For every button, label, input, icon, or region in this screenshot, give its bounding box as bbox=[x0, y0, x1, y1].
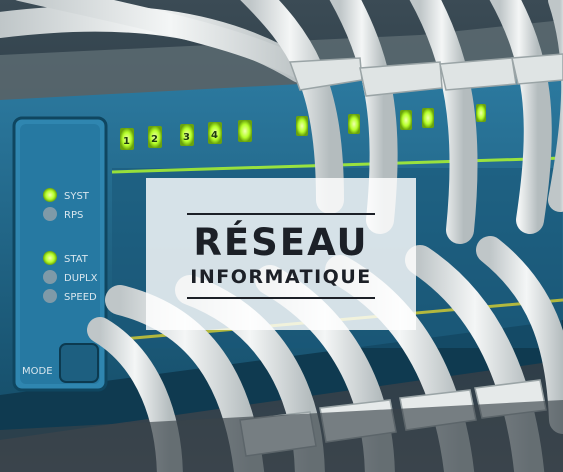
panel-label-stat: STAT bbox=[64, 254, 89, 265]
port-number: 3 bbox=[183, 132, 190, 143]
mode-label: MODE bbox=[22, 366, 53, 377]
speed-led-icon bbox=[43, 289, 57, 303]
port-number: 1 bbox=[123, 136, 130, 147]
title-line-2: INFORMATIQUE bbox=[190, 266, 372, 288]
rj45-connectors-top bbox=[288, 53, 563, 97]
rps-led-icon bbox=[43, 207, 57, 221]
port-led-strip: 1 2 3 4 bbox=[120, 100, 548, 150]
port-number: 4 bbox=[211, 130, 218, 141]
port-led-icon bbox=[148, 126, 162, 148]
panel-label-speed: SPEED bbox=[64, 292, 97, 303]
port-led-icon bbox=[120, 128, 134, 150]
title-rule-top bbox=[187, 213, 375, 215]
port-led-icon bbox=[208, 122, 222, 144]
port-led-icon bbox=[180, 124, 194, 146]
mode-button bbox=[59, 343, 99, 383]
panel-label-duplx: DUPLX bbox=[64, 273, 98, 284]
control-panel: SYST RPS STAT DUPLX SPEED MODE bbox=[12, 116, 108, 392]
syst-led-icon bbox=[43, 188, 57, 202]
panel-label-rps: RPS bbox=[64, 210, 83, 221]
panel-label-syst: SYST bbox=[64, 191, 90, 202]
duplx-led-icon bbox=[43, 270, 57, 284]
stat-led-icon bbox=[43, 251, 57, 265]
title-rule-bottom bbox=[187, 297, 375, 299]
port-number: 2 bbox=[151, 134, 158, 145]
title-line-1: RÉSEAU bbox=[193, 221, 369, 264]
title-overlay: RÉSEAU INFORMATIQUE bbox=[146, 178, 416, 330]
